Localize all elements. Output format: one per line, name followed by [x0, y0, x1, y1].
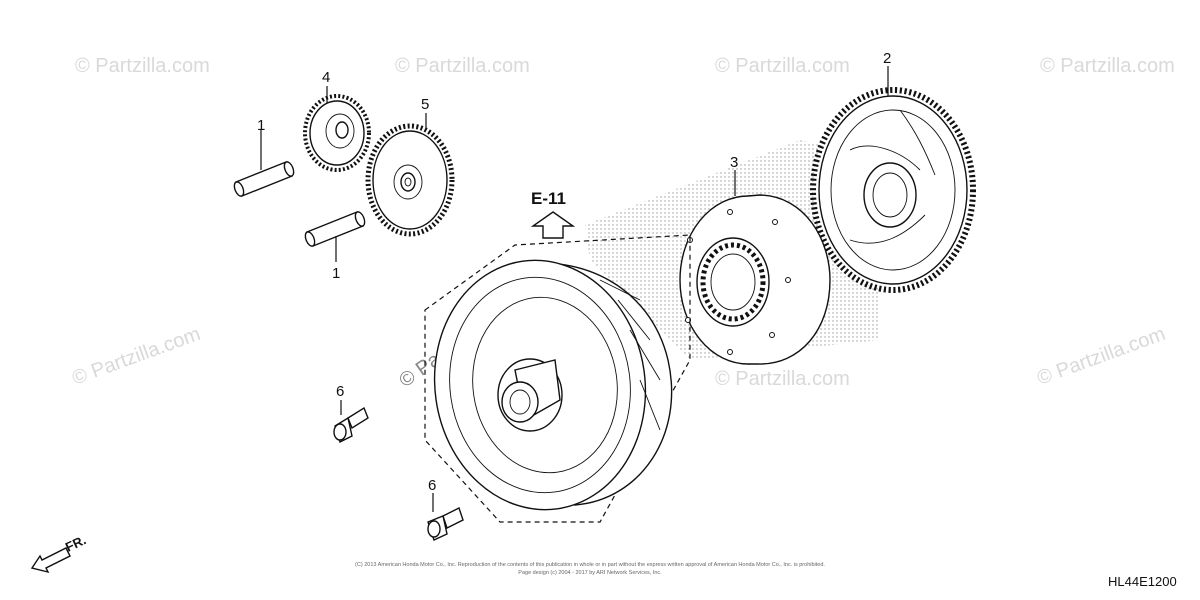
watermark: © Partzilla.com [715, 55, 850, 77]
watermark: © Partzilla.com [1034, 323, 1168, 390]
callout-pin-bottom: 1 [332, 265, 340, 282]
callout-bolt-lower: 6 [428, 477, 436, 494]
front-arrow-icon [30, 547, 71, 574]
reference-label: E-11 [531, 189, 566, 208]
drawing-code: HL44E1200 [1108, 574, 1177, 589]
dowel-pin-top [233, 161, 295, 197]
copyright-line: (C) 2013 American Honda Motor Co., Inc. … [355, 562, 825, 568]
watermark: © Partzilla.com [75, 55, 210, 77]
watermark: © Partzilla.com [395, 55, 530, 77]
bolt-lower [427, 507, 464, 541]
callout-bolt-upper: 6 [336, 383, 344, 400]
idle-gear-small [303, 94, 371, 172]
reduction-gear [810, 87, 976, 293]
watermark: © Partzilla.com [1040, 55, 1175, 77]
front-marker: FR. [63, 532, 88, 554]
one-way-clutch [679, 194, 831, 365]
callout-one-way-clutch: 3 [730, 154, 738, 171]
watermark: © Partzilla.com [69, 323, 203, 390]
flywheel [433, 259, 673, 511]
callout-idle-gear-small: 4 [322, 69, 330, 86]
bolt-upper [333, 406, 369, 443]
reference-arrow [530, 211, 576, 239]
idle-gear-large [365, 123, 455, 237]
callout-reduction-gear: 2 [883, 50, 891, 67]
callout-pin-top: 1 [257, 117, 265, 134]
callout-idle-gear-large: 5 [421, 96, 429, 113]
dowel-pin-bottom [304, 211, 366, 247]
watermark: © Partzilla.com [715, 368, 850, 390]
copyright-line-2: Page design (c) 2004 - 2017 by ARI Netwo… [518, 570, 662, 576]
